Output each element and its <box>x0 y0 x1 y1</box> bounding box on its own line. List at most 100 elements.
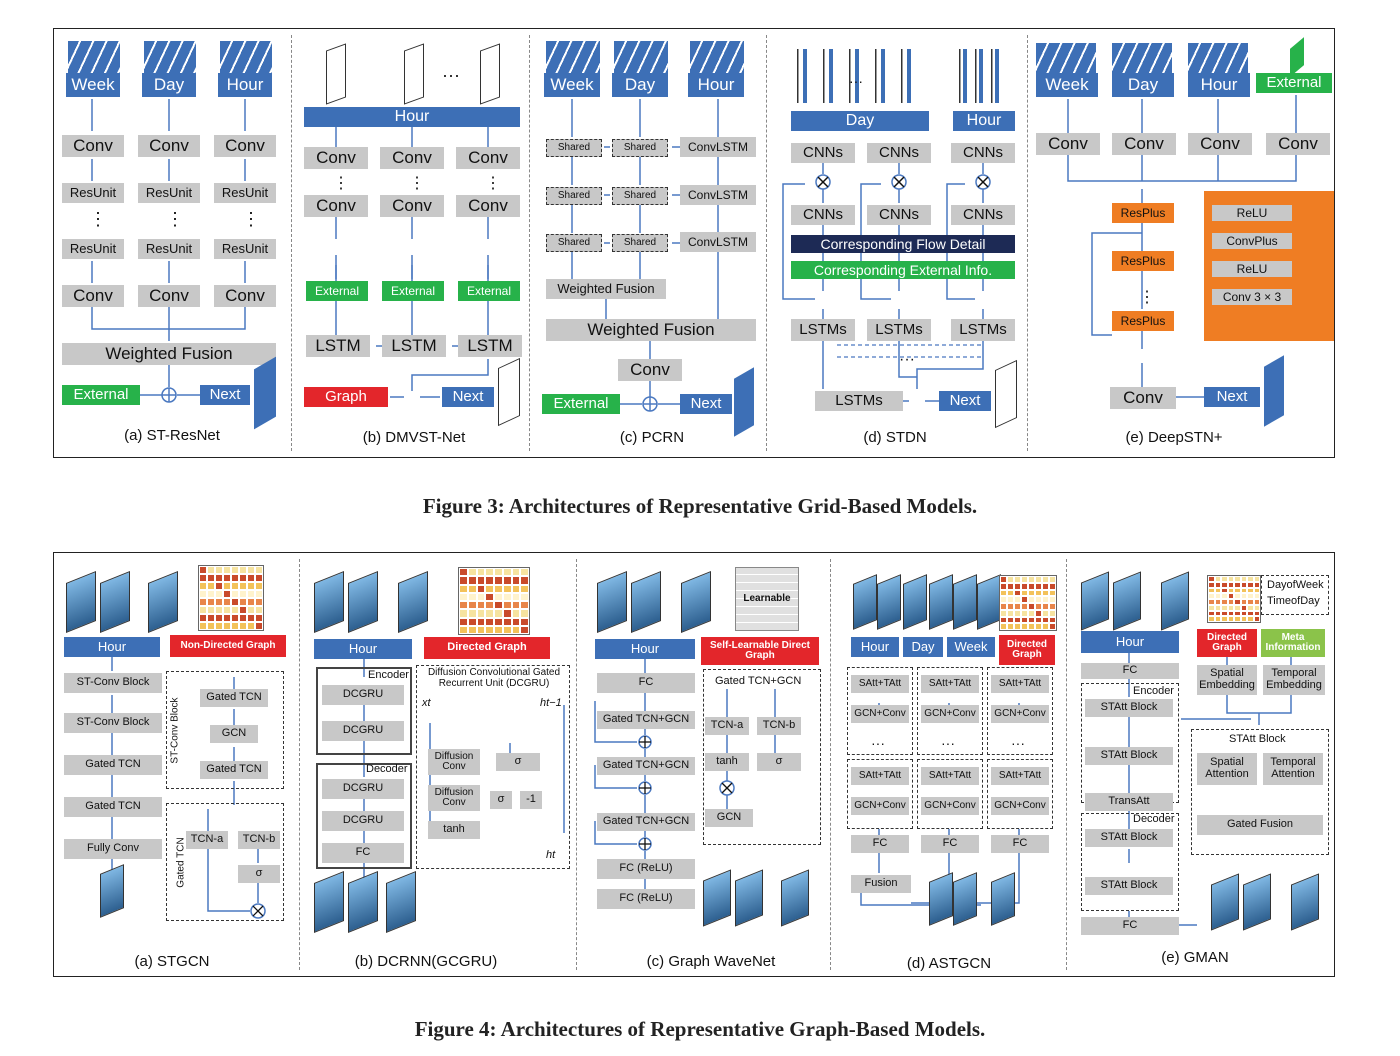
graph-box: Non-Directed Graph <box>170 635 286 657</box>
tanh-box: tanh <box>428 821 480 839</box>
panel-gman: DayofWeek TimeofDay Hour Directed Graph … <box>1067 553 1334 976</box>
matrix-cell <box>1035 576 1042 583</box>
matrix-cell <box>1049 616 1056 624</box>
matrix-cell <box>1049 603 1056 610</box>
next-box: Next <box>442 387 494 407</box>
input-graph-snapshot <box>398 570 428 634</box>
matrix-cell <box>1007 576 1014 583</box>
conv-box: Conv <box>214 135 276 157</box>
matrix-cell <box>255 582 263 590</box>
caption: (a) STGCN <box>134 953 210 970</box>
output-map <box>734 367 754 437</box>
matrix-cell <box>1028 582 1035 590</box>
tanh-box: tanh <box>705 753 749 771</box>
tcn-a-box: TCN-a <box>705 717 749 735</box>
matrix-cell <box>247 582 255 590</box>
matrix-cell <box>502 568 512 577</box>
resunit-box: ResUnit <box>62 239 124 259</box>
matrix-cell <box>1014 616 1021 624</box>
matrix-cell <box>1240 576 1247 582</box>
day-input-slices <box>144 41 196 73</box>
matrix-cell <box>520 576 529 585</box>
sigma-box: σ <box>757 753 801 771</box>
matrix-cell <box>1234 599 1241 605</box>
convlstm-box: ConvLSTM <box>680 137 756 157</box>
sigma-box: σ <box>496 753 540 771</box>
decoder-group <box>316 763 412 869</box>
matrix-cell <box>511 609 521 618</box>
divider <box>291 35 292 451</box>
fusion-box: Fusion <box>851 875 911 893</box>
next-box: Next <box>1204 387 1260 407</box>
branch-week <box>987 667 1053 755</box>
matrix-cell <box>1035 603 1042 610</box>
matrix-cell <box>1208 587 1215 594</box>
matrix-cell <box>1028 616 1035 624</box>
matrix-cell <box>502 617 512 626</box>
matrix-cell <box>467 592 477 601</box>
stconv-detail <box>166 671 284 789</box>
matrix-cell <box>1028 609 1035 617</box>
matrix-cell <box>467 617 477 626</box>
matrix-cell <box>239 598 247 606</box>
satt-box: SAtt+TAtt <box>921 767 979 785</box>
matrix-cell <box>459 601 468 610</box>
input-graph-snapshot <box>929 574 953 630</box>
shared-box: Shared <box>612 139 668 157</box>
caption: (a) ST-ResNet <box>124 427 220 444</box>
decoder-label: Decoder <box>366 763 408 775</box>
matrix-cell <box>494 601 503 610</box>
conv-box: Conv <box>456 147 520 169</box>
matrix-cell <box>1000 603 1007 610</box>
week-input-slices <box>546 41 600 73</box>
minus-one-box: -1 <box>520 791 542 809</box>
day-input-maps <box>789 49 919 103</box>
matrix-cell <box>1227 576 1234 582</box>
hour-input: Hour <box>218 73 272 97</box>
matrix-cell <box>1042 616 1049 624</box>
dcgru-detail-title: Diffusion Convolutional Gated Recurrent … <box>427 667 561 689</box>
gated-detail <box>703 669 821 845</box>
output-map <box>498 357 520 427</box>
satt-box: SAtt+TAtt <box>991 767 1049 785</box>
conv-box: Conv <box>380 147 444 169</box>
divider <box>576 559 577 970</box>
matrix-cell <box>1035 596 1042 603</box>
cnns-box: CNNs <box>867 205 931 225</box>
output-graph-snapshot <box>348 870 378 934</box>
matrix-cell <box>1000 576 1007 583</box>
matrix-cell <box>1049 576 1056 583</box>
output-graph-snapshot <box>100 864 124 918</box>
vertical-dots: ⋮ <box>485 175 501 192</box>
conv-box: Conv <box>1110 387 1176 409</box>
gcnconv-box: GCN+Conv <box>851 705 909 723</box>
hour-bar: Hour <box>314 639 412 659</box>
matrix-cell <box>1208 576 1215 582</box>
external-box: External <box>306 281 368 301</box>
convplus-box: ConvPlus <box>1212 233 1292 249</box>
input-graph-snapshot <box>953 574 977 630</box>
matrix-cell <box>1208 593 1215 599</box>
external-box: External <box>62 385 140 405</box>
matrix-cell <box>1247 576 1254 582</box>
matrix-cell <box>467 584 477 593</box>
xt-label: xt <box>422 697 431 709</box>
matrix-cell <box>199 606 207 614</box>
matrix-cell <box>1227 581 1234 588</box>
conv-box: Conv <box>138 135 200 157</box>
matrix-cell <box>511 584 521 593</box>
matrix-cell <box>231 582 239 590</box>
matrix-cell <box>1000 582 1007 590</box>
gated-tcn-detail <box>166 803 284 921</box>
matrix-cell <box>1234 581 1241 588</box>
input-graph-snapshot <box>100 570 130 634</box>
panel-astgcn: Hour Day Week Directed Graph SAtt+TAtt S… <box>831 553 1066 976</box>
matrix-cell <box>223 566 231 574</box>
gated-tcn-box: Gated TCN <box>200 761 268 779</box>
caption: (b) DMVST-Net <box>362 429 466 446</box>
matrix-cell <box>1000 596 1007 603</box>
cnns-box: CNNs <box>951 143 1015 163</box>
matrix-cell <box>1227 604 1234 611</box>
graph-box: Directed Graph <box>1197 629 1257 657</box>
panel-pcrn: Week Day Hour Shared Shared ConvLSTM Sha… <box>530 29 766 457</box>
